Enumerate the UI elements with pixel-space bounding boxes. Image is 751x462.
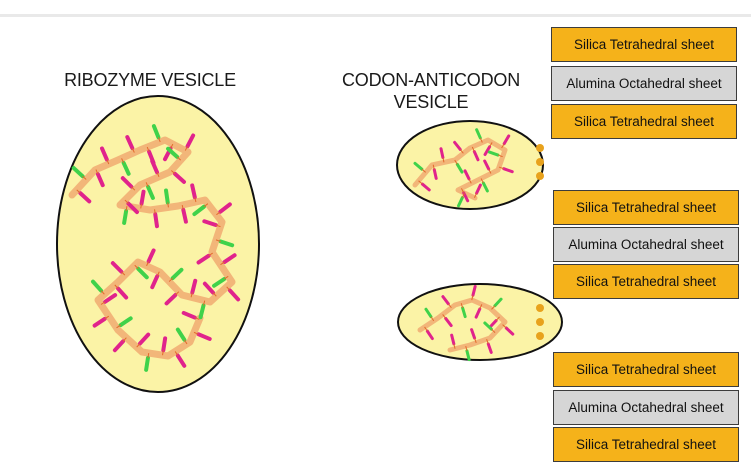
silica-sheet: Silica Tetrahedral sheet [553, 190, 739, 225]
magenta-base [192, 185, 195, 197]
green-base [124, 211, 126, 223]
alumina-sheet: Alumina Octahedral sheet [553, 227, 739, 262]
alumina-sheet: Alumina Octahedral sheet [553, 390, 739, 425]
magenta-base [441, 149, 443, 158]
magenta-base [452, 335, 454, 344]
green-base [201, 306, 204, 318]
silica-sheet: Silica Tetrahedral sheet [551, 104, 737, 139]
magenta-base [142, 192, 144, 204]
green-base [166, 191, 168, 203]
alumina-sheet: Alumina Octahedral sheet [551, 66, 737, 101]
magenta-base [434, 170, 436, 179]
base-rung [168, 202, 169, 207]
magenta-base [183, 210, 186, 222]
anticodon-dot [536, 144, 544, 152]
silica-sheet: Silica Tetrahedral sheet [551, 27, 737, 62]
anticodon-dot [536, 158, 544, 166]
magenta-base [192, 281, 195, 293]
silica-sheet: Silica Tetrahedral sheet [553, 264, 739, 299]
silica-sheet: Silica Tetrahedral sheet [553, 427, 739, 462]
anticodon-dot [536, 318, 544, 326]
anticodon-dot [536, 172, 544, 180]
anticodon-dot [536, 304, 544, 312]
green-base [146, 358, 148, 370]
base-rung [155, 209, 156, 214]
green-base [467, 351, 469, 360]
silica-sheet: Silica Tetrahedral sheet [553, 352, 739, 387]
anticodon-dot [536, 332, 544, 340]
magenta-base [473, 286, 475, 295]
magenta-base [163, 338, 165, 350]
magenta-base [155, 214, 157, 226]
